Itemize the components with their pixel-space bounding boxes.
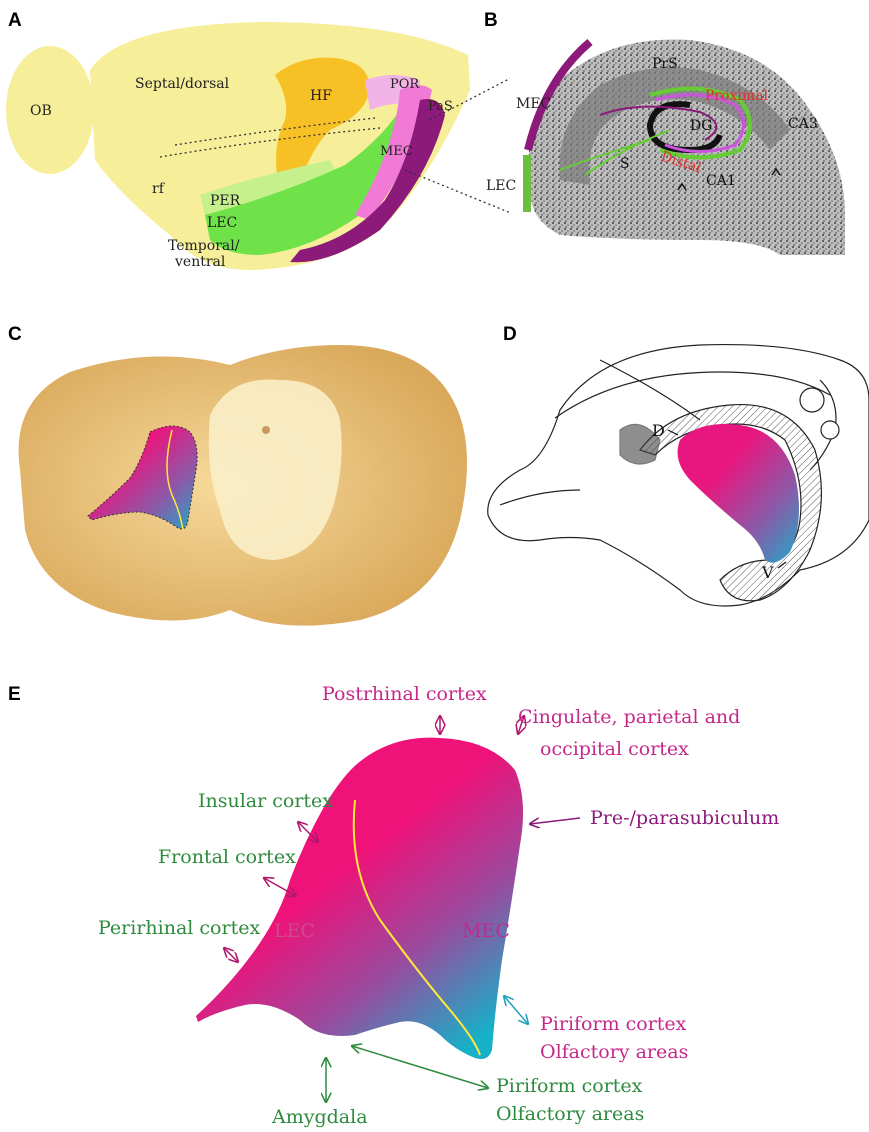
label-per: PER bbox=[210, 193, 241, 209]
label-insular: Insular cortex bbox=[198, 790, 333, 812]
panel-e-diagram bbox=[196, 716, 580, 1102]
panel-d-drawing bbox=[488, 345, 869, 606]
label-septal: Septal/dorsal bbox=[135, 76, 230, 92]
arrow-perirhinal bbox=[224, 948, 238, 962]
label-hf: HF bbox=[310, 88, 332, 104]
arrow-prepara bbox=[530, 818, 580, 824]
label-temporal-2: ventral bbox=[174, 254, 226, 270]
label-por: POR bbox=[390, 77, 420, 92]
label-v: V bbox=[761, 563, 774, 582]
label-dg: DG bbox=[690, 118, 712, 134]
label-mec-b: MEC bbox=[516, 96, 551, 112]
label-prepara: Pre-/parasubiculum bbox=[590, 807, 779, 829]
label-pas: PaS bbox=[428, 99, 453, 114]
label-piriform-1a: Piriform cortex bbox=[540, 1013, 687, 1035]
label-ob: OB bbox=[30, 103, 52, 119]
label-proximal: Proximal bbox=[705, 88, 769, 104]
label-cingulate-2: occipital cortex bbox=[540, 738, 689, 760]
label-piriform-1b: Olfactory areas bbox=[540, 1041, 688, 1063]
label-piriform-2b: Olfactory areas bbox=[496, 1103, 644, 1125]
panel-c-photo bbox=[0, 340, 480, 640]
label-lec-e: LEC bbox=[274, 920, 315, 942]
label-lec-b: LEC bbox=[486, 178, 516, 194]
label-ca3: CA3 bbox=[788, 116, 818, 132]
label-amygdala: Amygdala bbox=[271, 1106, 368, 1128]
label-prs: PrS bbox=[652, 56, 678, 72]
label-cingulate-1: Cingulate, parietal and bbox=[518, 706, 740, 728]
label-mec-a: MEC bbox=[380, 144, 413, 159]
label-rf: rf bbox=[152, 181, 166, 197]
label-mec-e: MEC bbox=[462, 920, 510, 942]
arrow-piriform-teal bbox=[504, 996, 528, 1024]
label-frontal: Frontal cortex bbox=[158, 846, 296, 868]
label-d: D bbox=[652, 421, 665, 440]
label-temporal-1: Temporal/ bbox=[168, 238, 240, 254]
entorhinal-gradient-shape bbox=[196, 738, 523, 1059]
label-postrhinal: Postrhinal cortex bbox=[322, 683, 487, 705]
panel-a-diagram bbox=[6, 22, 580, 270]
label-s: S bbox=[620, 156, 630, 172]
label-lec-a: LEC bbox=[207, 215, 237, 231]
label-ca1: CA1 bbox=[706, 173, 736, 189]
label-piriform-2a: Piriform cortex bbox=[496, 1075, 643, 1097]
label-perirhinal: Perirhinal cortex bbox=[98, 917, 260, 939]
